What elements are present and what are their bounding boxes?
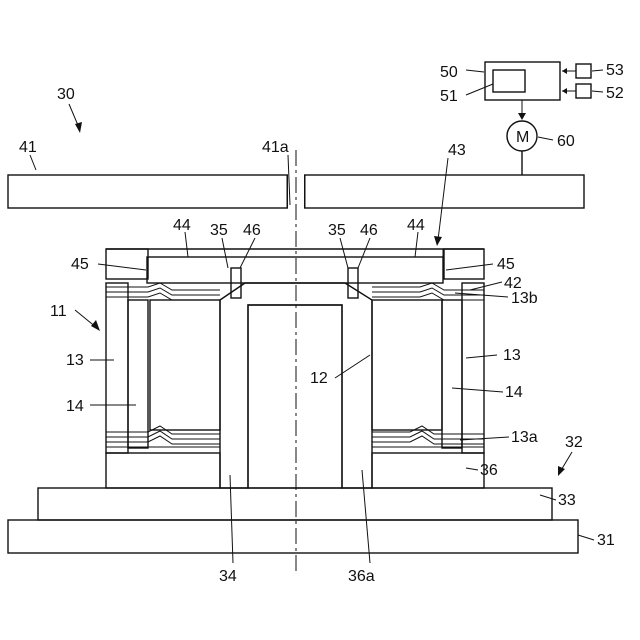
label-53: 53	[606, 62, 624, 79]
label-30: 30	[57, 86, 75, 103]
label-14-right: 14	[505, 384, 523, 401]
label-34: 34	[219, 568, 237, 585]
label-31: 31	[597, 532, 615, 549]
label-32: 32	[565, 434, 583, 451]
memory-51	[493, 70, 525, 92]
label-45-left: 45	[71, 256, 89, 273]
label-44-left: 44	[173, 217, 191, 234]
label-14-left: 14	[66, 398, 84, 415]
label-13a: 13a	[511, 429, 538, 446]
top-plate-44	[106, 249, 484, 283]
label-51: 51	[440, 88, 458, 105]
label-45-right: 45	[497, 256, 515, 273]
label-11: 11	[50, 303, 67, 320]
controller-assembly	[485, 62, 591, 175]
unit-53	[576, 64, 591, 78]
label-46-left: 46	[243, 222, 261, 239]
unit-52	[576, 84, 591, 98]
label-35-left: 35	[210, 222, 228, 239]
label-41a: 41a	[262, 139, 289, 156]
label-50: 50	[440, 64, 458, 81]
label-13-left: 13	[66, 352, 84, 369]
label-44-right: 44	[407, 217, 425, 234]
label-41: 41	[19, 139, 37, 156]
label-13-right: 13	[503, 347, 521, 364]
base-plate-33	[38, 488, 552, 520]
label-46-right: 46	[360, 222, 378, 239]
lower-ring-36	[106, 453, 484, 488]
label-36: 36	[480, 462, 498, 479]
motor-symbol: M	[516, 129, 529, 146]
label-36a: 36a	[348, 568, 375, 585]
layer-stack	[106, 283, 484, 447]
label-60: 60	[557, 133, 575, 150]
reference-labels: 30 41 41a 43 50 51 53 52 60 M 44 44 35 3…	[19, 62, 624, 585]
label-12: 12	[310, 370, 328, 387]
bed-31	[8, 520, 578, 553]
label-13b: 13b	[511, 290, 538, 307]
label-35-right: 35	[328, 222, 346, 239]
label-33: 33	[558, 492, 576, 509]
controller-50	[485, 62, 560, 100]
label-43: 43	[448, 142, 466, 159]
label-52: 52	[606, 85, 624, 102]
